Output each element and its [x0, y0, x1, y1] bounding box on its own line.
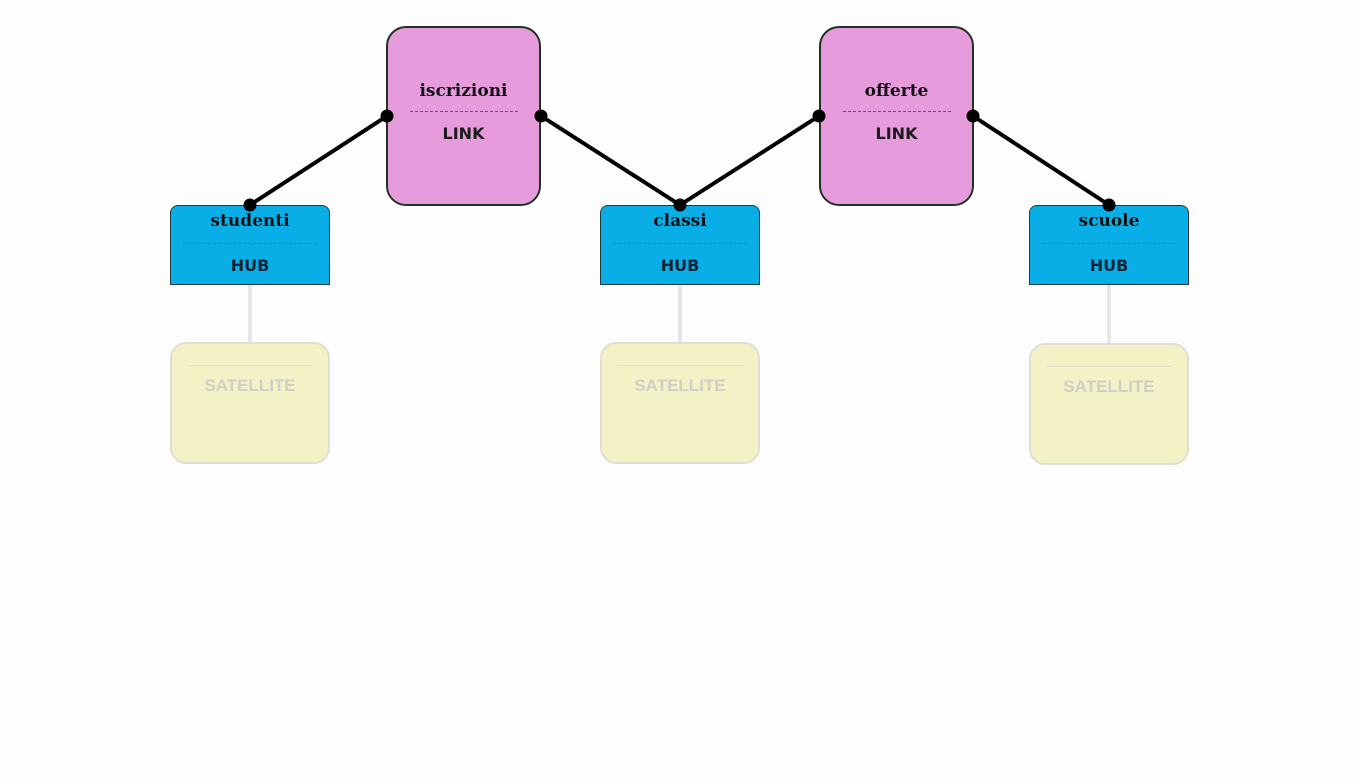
node-divider: [409, 111, 518, 112]
node-type-label: LINK: [875, 124, 918, 143]
node-type-label: HUB: [230, 256, 270, 275]
hub-node-scuole[interactable]: scuole HUB: [1029, 205, 1189, 285]
node-title: studenti: [210, 211, 290, 231]
hub-node-classi[interactable]: classi HUB: [600, 205, 760, 285]
node-divider: [842, 111, 951, 112]
node-title: classi: [653, 211, 707, 231]
satellite-node[interactable]: SATELLITE: [600, 342, 760, 464]
node-type-label: HUB: [1089, 256, 1129, 275]
node-type-label: SATELLITE: [1063, 377, 1155, 396]
hub-node-studenti[interactable]: studenti HUB: [170, 205, 330, 285]
satellite-node[interactable]: SATELLITE: [170, 342, 330, 464]
node-divider: [613, 243, 747, 244]
edge-iscrizioni-classi: [539, 114, 682, 207]
node-type-label: SATELLITE: [204, 376, 296, 395]
node-divider: [1042, 243, 1176, 244]
node-title: scuole: [1078, 211, 1140, 231]
node-divider: [1046, 366, 1172, 367]
link-node-iscrizioni[interactable]: iscrizioni LINK: [386, 26, 541, 206]
node-title: offerte: [864, 81, 929, 101]
edge-offerte-classi: [678, 114, 821, 207]
node-divider: [183, 243, 317, 244]
link-node-offerte[interactable]: offerte LINK: [819, 26, 974, 206]
edge-offerte-scuole: [971, 114, 1111, 207]
node-divider: [187, 365, 313, 366]
edges: [248, 114, 1111, 207]
node-type-label: HUB: [660, 256, 700, 275]
satellite-node[interactable]: SATELLITE: [1029, 343, 1189, 465]
node-divider: [617, 365, 743, 366]
node-title: iscrizioni: [419, 81, 508, 101]
edge-iscrizioni-studenti: [248, 114, 389, 207]
node-type-label: SATELLITE: [634, 376, 726, 395]
node-type-label: LINK: [442, 124, 485, 143]
